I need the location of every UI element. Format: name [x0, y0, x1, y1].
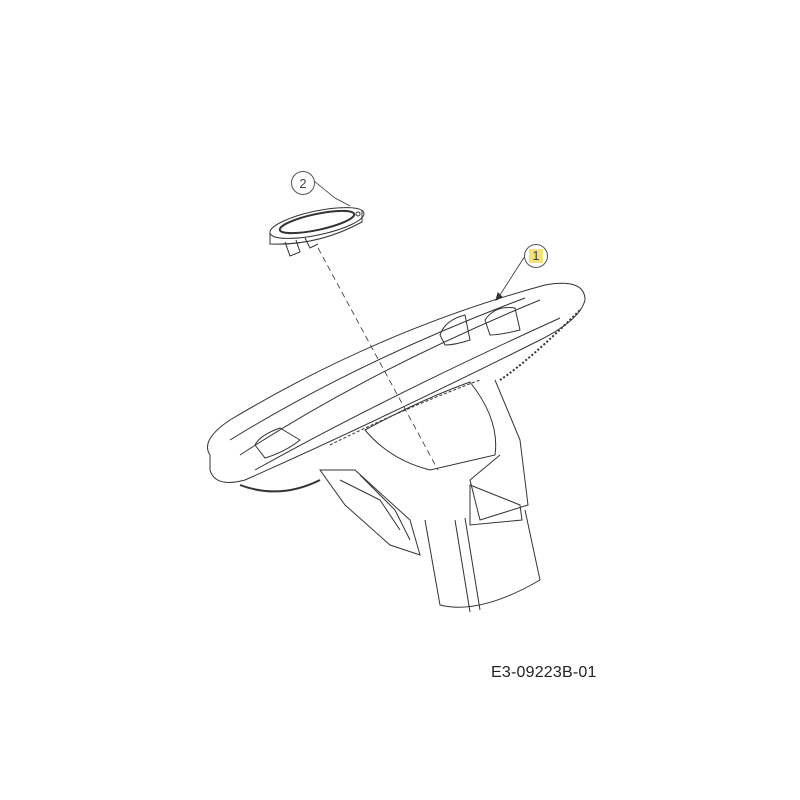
- assembly-axis-line: [317, 247, 439, 471]
- steering-wheel[interactable]: [207, 282, 586, 613]
- callout-part-1[interactable]: 1: [524, 244, 548, 268]
- callout-label: 1: [529, 249, 543, 263]
- callout-part-2[interactable]: 2: [291, 171, 315, 195]
- callout-label: 2: [299, 175, 307, 191]
- leader-line-2: [313, 180, 351, 207]
- steering-wheel-cap[interactable]: [268, 201, 367, 257]
- document-code: E3-09223B-01: [491, 664, 597, 681]
- leader-line-1: [495, 255, 526, 301]
